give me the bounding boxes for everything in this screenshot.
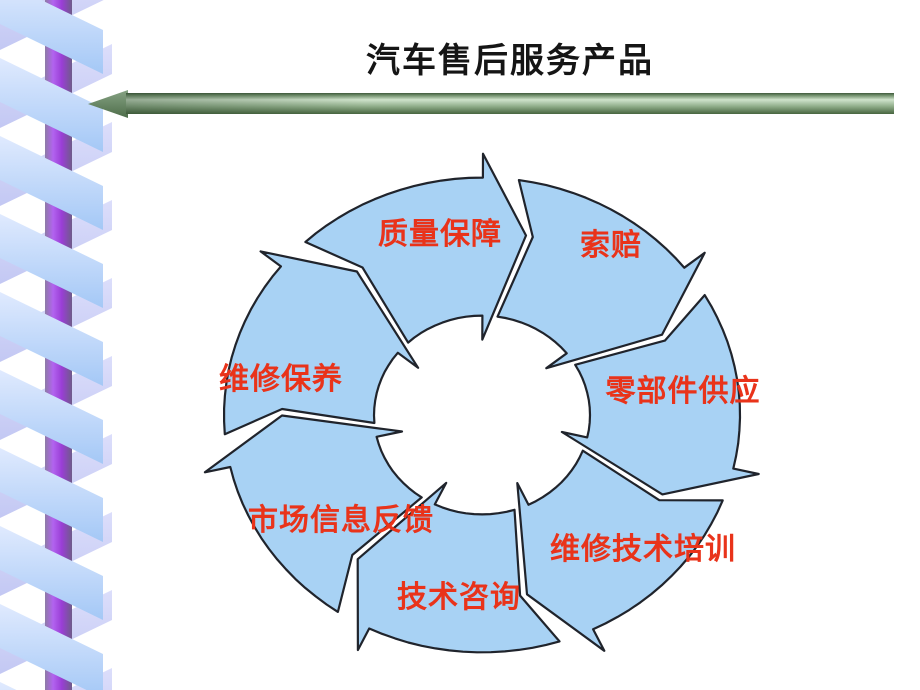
cycle-label-claims: 索赔 bbox=[580, 229, 642, 262]
ribbon-front-band bbox=[0, 682, 17, 690]
cycle-arrow-market-feedback bbox=[203, 414, 423, 613]
cycle-label-quality-assurance: 质量保障 bbox=[378, 218, 502, 251]
ribbon-front-band bbox=[0, 0, 103, 74]
ribbon-front-band bbox=[0, 58, 103, 152]
cycle-arrow-quality-assurance bbox=[304, 152, 528, 344]
cycle-label-parts-supply: 零部件供应 bbox=[605, 375, 761, 408]
ribbon-front-band bbox=[0, 604, 103, 690]
cycle-label-repair-training: 维修技术培训 bbox=[550, 533, 736, 566]
cycle-arrow-tech-consulting bbox=[356, 481, 561, 654]
ribbon-front-band bbox=[0, 526, 103, 620]
cycle-arrow-repair-maintenance bbox=[223, 250, 420, 436]
cycle-label-tech-consulting: 技术咨询 bbox=[397, 581, 521, 614]
ribbon-front-band bbox=[0, 136, 103, 230]
ribbon-front-band bbox=[0, 448, 103, 542]
ribbon-front-bands bbox=[0, 0, 103, 690]
ribbon-front-band bbox=[0, 214, 103, 308]
cycle-label-repair-maintenance: 维修保养 bbox=[219, 363, 343, 396]
cycle-arrow-claims bbox=[496, 179, 706, 370]
cycle-arrow-parts-supply bbox=[560, 294, 760, 496]
cycle-label-market-feedback: 市场信息反馈 bbox=[248, 504, 434, 537]
ribbon-front-band bbox=[0, 292, 103, 386]
cycle-arrow-repair-training bbox=[516, 449, 724, 652]
spiral-ribbon-decoration bbox=[0, 0, 112, 690]
divider-bar-shading bbox=[126, 93, 366, 114]
slide-title: 汽车售后服务产品 bbox=[366, 42, 654, 80]
divider-arrow-tip bbox=[88, 90, 128, 118]
ribbon-front-band bbox=[0, 370, 103, 464]
